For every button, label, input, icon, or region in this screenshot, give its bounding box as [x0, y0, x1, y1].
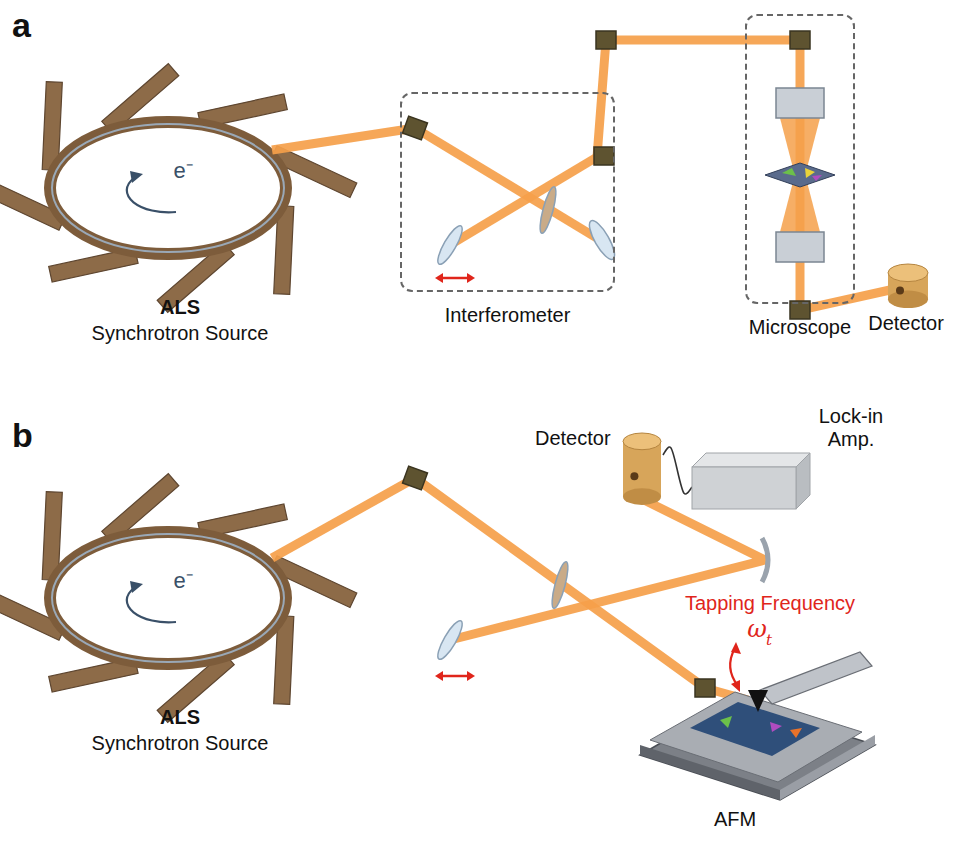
- electron-orbit: [52, 534, 284, 662]
- storage-ring: [50, 122, 286, 254]
- electron-direction: [127, 178, 176, 212]
- source-label: Synchrotron Source: [92, 732, 269, 755]
- detector-base: [888, 290, 928, 308]
- frequency-label: Tapping Frequency: [685, 592, 855, 615]
- beam-path: [415, 478, 748, 700]
- dashed-region: Microscope: [745, 14, 855, 336]
- afm-tip: [748, 690, 768, 712]
- node-label: Detector: [535, 427, 611, 450]
- lockin-box: [690, 449, 812, 511]
- detector: Detector: [862, 262, 950, 342]
- source-name: ALS: [160, 706, 200, 729]
- optic-element: [434, 223, 466, 267]
- arrow-head: [130, 171, 143, 183]
- detector-top: [623, 433, 661, 450]
- optic-element: [434, 618, 466, 662]
- instrument-label: AFM: [714, 808, 756, 831]
- mirror: [790, 31, 810, 49]
- beam-path: [272, 478, 415, 558]
- arrow-head: [731, 642, 741, 654]
- detector-icon: [621, 431, 663, 507]
- sample-particle: [720, 716, 732, 728]
- arrow-head: [467, 671, 475, 681]
- sample-particle: [770, 722, 782, 732]
- arrow-head: [435, 273, 443, 283]
- arrow-head: [467, 273, 475, 283]
- objective: [776, 88, 824, 118]
- source-name: ALS: [160, 296, 200, 319]
- dashed-region: Interferometer: [400, 92, 615, 332]
- beam-path: [450, 157, 597, 245]
- afm-stage: [640, 700, 875, 800]
- lock-in-amplifier: Lock-in Amp.: [690, 405, 890, 515]
- sample: [765, 163, 835, 187]
- node-label: Detector: [868, 312, 944, 335]
- objective: [776, 232, 824, 262]
- beam-path: [597, 40, 890, 310]
- sample-particle: [790, 728, 802, 738]
- box-side: [796, 453, 810, 509]
- sample-particle: [812, 175, 822, 181]
- panel-letter: a: [12, 6, 31, 45]
- detector-top: [888, 264, 928, 282]
- cantilever-chip: [760, 652, 872, 704]
- beam-path: [450, 498, 765, 640]
- sample-particle: [782, 168, 796, 176]
- mirror: [594, 147, 614, 165]
- panel-letter: b: [12, 416, 33, 455]
- motion-arrow: [439, 277, 471, 280]
- mirror: [695, 679, 715, 697]
- electron-symbol: e⁻: [173, 568, 192, 593]
- beam-path: [272, 128, 415, 150]
- detector-window: [896, 286, 904, 294]
- afm-sample: [690, 702, 820, 756]
- box-top: [692, 453, 810, 467]
- node-label: Lock-in Amp.: [812, 405, 890, 451]
- motion-arrow: [439, 675, 471, 678]
- detector-window: [630, 472, 638, 480]
- dashed-outline: [745, 14, 855, 304]
- arrow-head: [130, 581, 143, 593]
- node-label: Interferometer: [445, 304, 571, 327]
- detector-icon: [886, 262, 930, 310]
- storage-ring: [50, 532, 286, 664]
- electron-direction: [127, 588, 176, 622]
- dashed-outline: [400, 92, 615, 292]
- detector-base: [623, 488, 661, 505]
- beam-path: [415, 128, 600, 240]
- curved-mirror: [762, 538, 768, 582]
- optic-element: [537, 186, 559, 235]
- tapping-arrow: [730, 648, 738, 686]
- mirror: [403, 466, 428, 490]
- detector: Detector: [535, 425, 663, 513]
- node-label: Microscope: [749, 316, 851, 339]
- electron-orbit: [52, 124, 284, 252]
- arrow-head: [731, 680, 740, 692]
- box-front: [692, 467, 796, 509]
- mirror: [403, 116, 428, 140]
- source-label: Synchrotron Source: [92, 322, 269, 345]
- frequency-subscript: t: [766, 632, 772, 649]
- arrow-head: [435, 671, 443, 681]
- signal-cable: [663, 447, 692, 494]
- mirror: [596, 31, 616, 49]
- electron-symbol: e⁻: [173, 158, 192, 183]
- optic-element: [549, 561, 571, 610]
- frequency-symbol: ω: [747, 616, 767, 644]
